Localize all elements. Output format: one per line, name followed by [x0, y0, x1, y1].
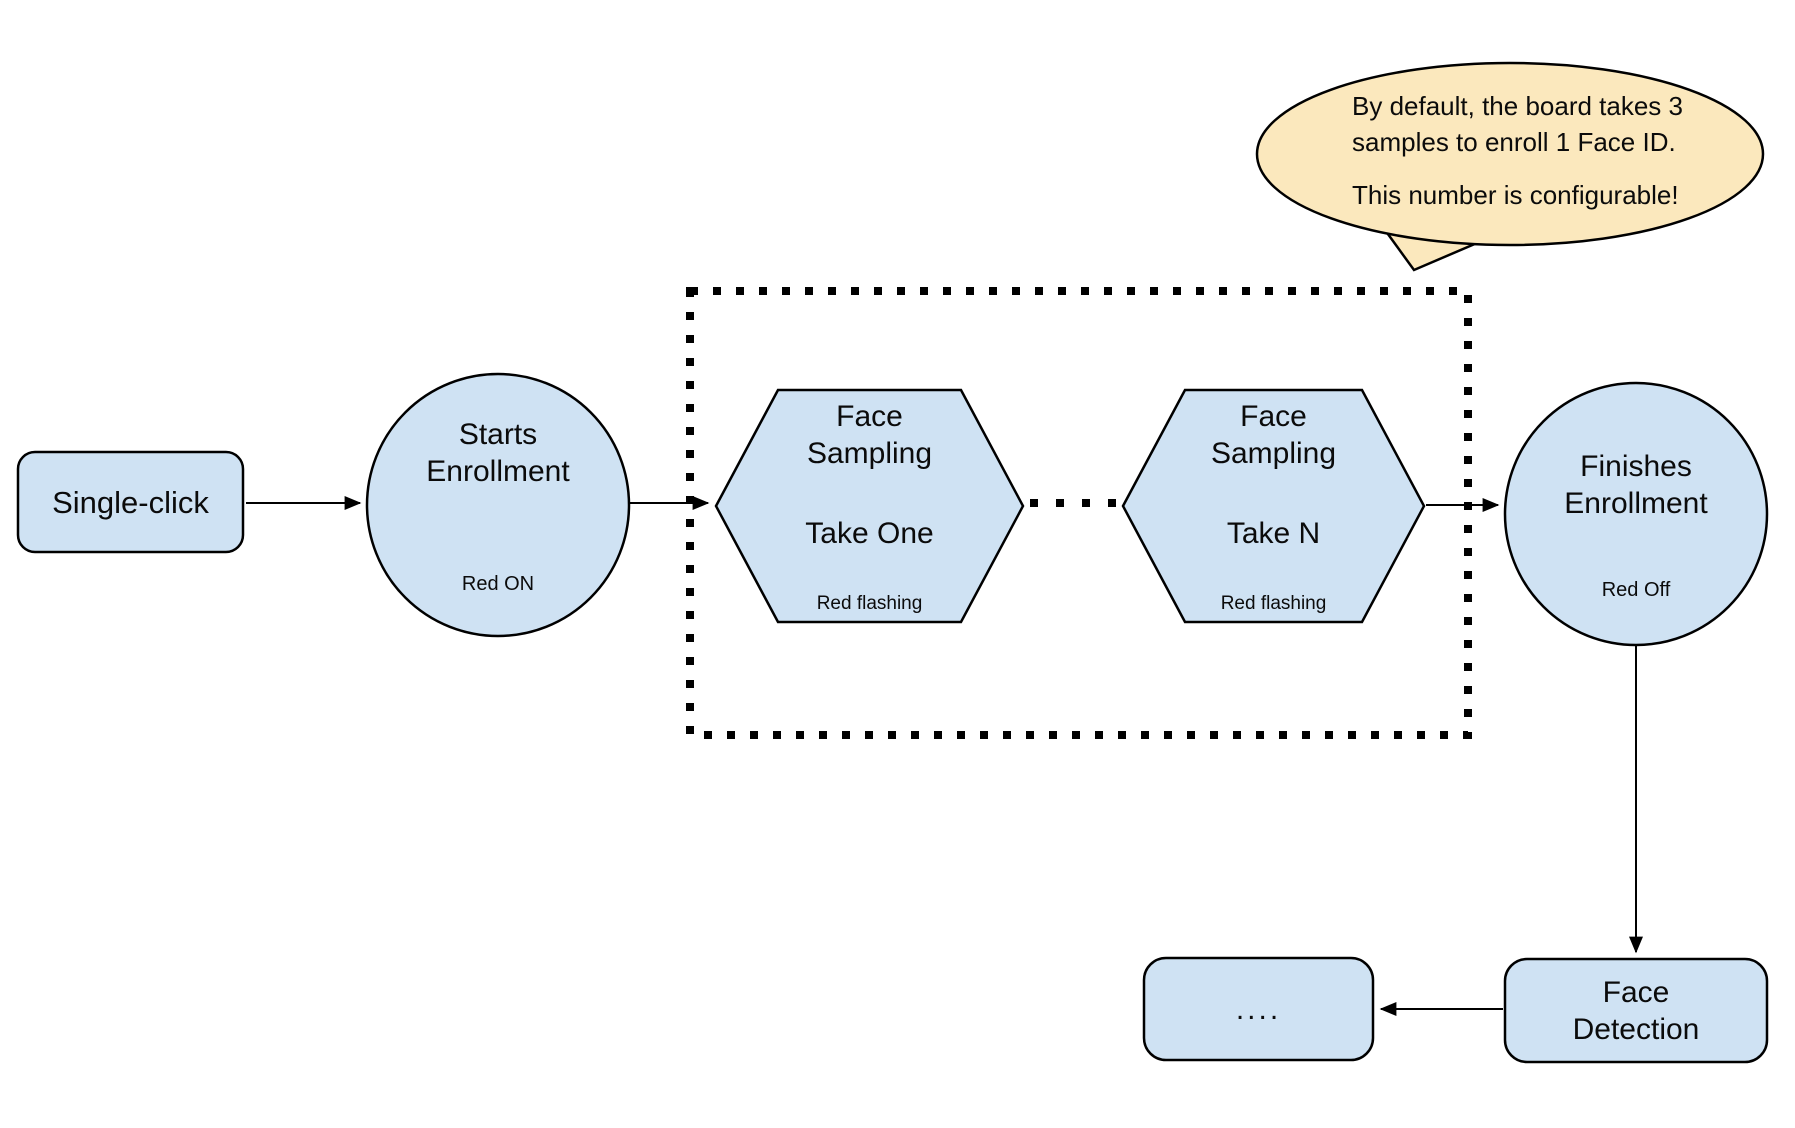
single-click-node	[16, 450, 245, 554]
face-sampling-n-title: Face Sampling	[1210, 400, 1337, 470]
callout-ellipse	[1255, 61, 1765, 247]
finishes-enrollment-status: Red Off	[1601, 579, 1671, 601]
face-sampling-n-status: Red flashing	[1220, 593, 1327, 614]
callout-paragraph-2: This number is configurable!	[1352, 180, 1679, 210]
callout-text: By default, the board takes 3 samples to…	[1352, 88, 1712, 213]
finishes-enrollment-title: Finishes Enrollment	[1564, 450, 1708, 520]
face-sampling-n-step: Take N	[1226, 517, 1321, 550]
single-click-label: Single-click	[52, 484, 209, 520]
starts-enrollment-status: Red ON	[461, 573, 535, 595]
face-sampling-one-status: Red flashing	[816, 593, 923, 614]
face-sampling-one-title: Face Sampling	[806, 400, 933, 470]
sampling-group-border	[686, 287, 1472, 739]
continuation-node	[1142, 956, 1375, 1062]
face-sampling-one-node	[714, 388, 1025, 624]
callout-paragraph-1: By default, the board takes 3 samples to…	[1352, 91, 1683, 157]
finishes-enrollment-node	[1503, 381, 1769, 647]
face-detection-node	[1503, 957, 1769, 1064]
starts-enrollment-node	[365, 372, 631, 638]
starts-enrollment-title: Starts Enrollment	[426, 418, 570, 488]
face-sampling-n-node	[1121, 388, 1426, 624]
face-detection-label: Face Detection	[1572, 975, 1700, 1046]
continuation-label: ....	[1235, 992, 1282, 1026]
callout-bubble	[1255, 61, 1765, 272]
face-sampling-one-step: Take One	[805, 517, 934, 550]
